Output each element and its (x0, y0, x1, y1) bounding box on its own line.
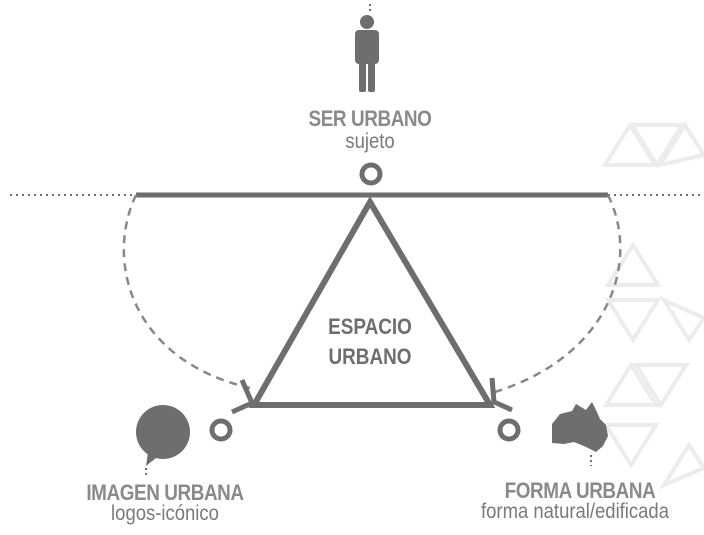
right-node-subtitle: forma natural/edificada (481, 500, 669, 523)
top-node-title: SER URBANO (308, 106, 432, 131)
australia-map-icon (552, 402, 608, 452)
left-node-subtitle: logos-icónico (111, 502, 219, 525)
right-bracket-mark (489, 377, 514, 413)
right-node-title: FORMA URBANA (504, 478, 656, 503)
top-node-ring (359, 162, 383, 186)
center-label-line2: URBANO (328, 344, 412, 369)
background-triangle-pattern (601, 121, 704, 490)
left-bracket-mark (230, 379, 256, 415)
speech-bubble-icon (136, 405, 190, 466)
left-node-title: IMAGEN URBANA (86, 480, 244, 505)
right-dashed-arc (494, 194, 622, 394)
left-node-ring (209, 418, 233, 442)
central-triangle (248, 196, 496, 408)
center-label-line1: ESPACIO (328, 314, 412, 339)
right-node-ring (497, 418, 521, 442)
top-node-subtitle: sujeto (345, 130, 395, 153)
left-dashed-arc (122, 194, 251, 390)
person-icon (355, 15, 379, 92)
